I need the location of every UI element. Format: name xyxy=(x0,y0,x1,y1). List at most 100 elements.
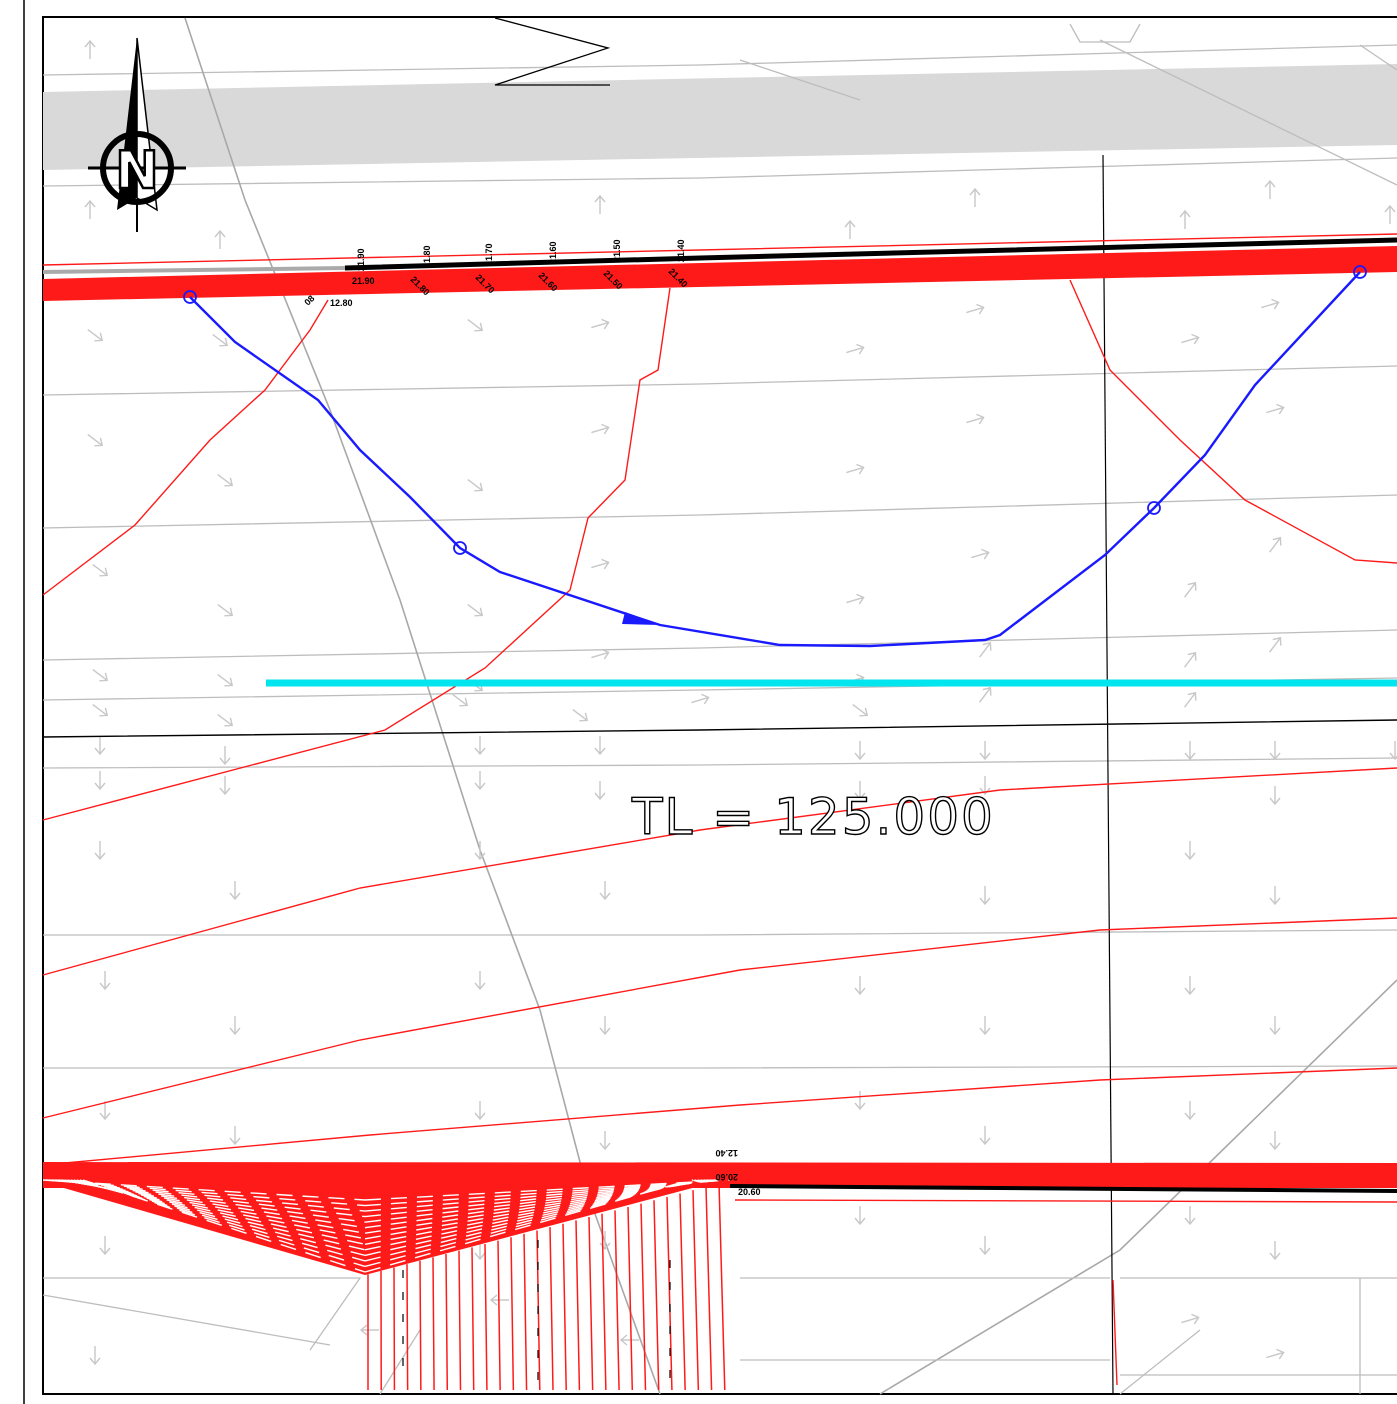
top-curb-gray xyxy=(42,266,346,274)
flow-arrow-icon xyxy=(89,1346,101,1366)
flow-arrow-icon xyxy=(599,1131,611,1151)
fin-line xyxy=(640,1203,647,1391)
flow-path xyxy=(183,265,1367,648)
elevation-label: 20.60 xyxy=(738,1187,761,1197)
flow-arrow-icon xyxy=(1184,1101,1196,1121)
fin-line xyxy=(497,1240,501,1391)
fin-line xyxy=(705,1186,713,1391)
flow-arrow-icon xyxy=(1269,786,1281,806)
hatch-line xyxy=(364,1179,700,1257)
elevation-label: 12.80 xyxy=(330,298,353,308)
flow-arrow-icon xyxy=(1184,841,1196,861)
flow-arrow-icon xyxy=(619,1334,639,1346)
flow-arrow-icon xyxy=(1384,204,1396,224)
flow-arrow-icon xyxy=(1261,298,1280,310)
fin-line xyxy=(653,1200,660,1391)
fin-line xyxy=(445,1254,449,1391)
flow-arrow-icon xyxy=(99,1101,111,1121)
flow-arrow-icon xyxy=(594,194,606,214)
sheet-frame xyxy=(42,16,1397,1395)
flow-arrow-icon xyxy=(219,746,231,766)
flow-arrow-icon xyxy=(214,229,226,249)
flow-arrow-icon xyxy=(979,686,992,703)
elevation-label: 21.90 xyxy=(356,248,366,271)
flow-arrow-icon xyxy=(217,674,234,687)
flow-arrow-icon xyxy=(1184,651,1197,668)
flow-arrow-icon xyxy=(979,1016,991,1036)
total-length-label: TL = 125.000 xyxy=(631,788,995,846)
elevation-label: 21.40 xyxy=(676,239,686,262)
flow-arrow-icon xyxy=(966,303,985,315)
flow-arrow-icon xyxy=(94,736,106,756)
flow-arrow-icon xyxy=(1179,209,1191,229)
fin-line xyxy=(471,1247,475,1391)
flow-arrow-icon xyxy=(467,319,484,332)
flow-arrow-icon xyxy=(1184,1206,1196,1226)
flow-arrow-icon xyxy=(1269,1016,1281,1036)
flow-arrow-icon xyxy=(854,1206,866,1226)
flow-arrow-icon xyxy=(217,714,234,727)
elevation-label: 21.90 xyxy=(352,276,375,286)
flow-arrow-icon xyxy=(217,474,234,487)
flow-arrow-icon xyxy=(92,704,109,717)
flow-arrow-icon xyxy=(846,343,865,355)
flow-arrow-icon xyxy=(87,329,104,342)
flow-arrow-icon xyxy=(854,741,866,761)
flow-arrow-icon xyxy=(599,1016,611,1036)
flow-arrow-icon xyxy=(854,1091,866,1111)
flow-arrow-icon xyxy=(1269,741,1281,761)
flow-arrow-icon xyxy=(94,771,106,791)
flow-arrow-icon xyxy=(87,434,104,447)
hatch-line xyxy=(364,1179,731,1201)
flow-arrow-icon xyxy=(691,693,710,705)
road-band xyxy=(43,64,1397,170)
flow-arrow-icon xyxy=(599,881,611,901)
hatch-line xyxy=(364,1179,691,1273)
flow-arrow-icon xyxy=(1184,741,1196,761)
flow-arrow-icon xyxy=(979,741,991,761)
flow-arrow-icon xyxy=(489,1294,509,1306)
flow-arrow-icon xyxy=(846,463,865,475)
fin-line xyxy=(523,1233,528,1391)
flow-arrow-icon xyxy=(452,694,469,707)
flow-arrow-icon xyxy=(94,841,106,861)
fin-line xyxy=(627,1206,634,1391)
flow-arrow-icon xyxy=(219,776,231,796)
fin-line xyxy=(614,1210,620,1391)
flow-arrow-icon xyxy=(1269,1131,1281,1151)
break-symbol xyxy=(494,17,611,86)
flow-arrow-icon xyxy=(591,423,610,435)
hatch-line xyxy=(46,1179,366,1207)
flow-arrow-icon xyxy=(1181,1313,1200,1325)
flow-arrow-icon xyxy=(229,1126,241,1146)
hatch-line xyxy=(55,1179,366,1223)
flow-arrow-icon xyxy=(854,781,866,801)
flow-arrow-icon xyxy=(1181,333,1200,345)
hatched-wedge xyxy=(42,1178,731,1391)
top-curb-black xyxy=(344,237,1397,271)
fin-line xyxy=(679,1193,686,1391)
hatch-line xyxy=(76,1179,366,1262)
fin-line xyxy=(510,1237,515,1391)
north-arrow-icon: N xyxy=(88,37,186,232)
flow-arrow-icon xyxy=(572,709,589,722)
section-line xyxy=(1102,154,1114,1395)
flow-arrow-icon xyxy=(979,1236,991,1256)
flow-arrow-icon xyxy=(969,187,981,207)
flow-arrow-icon xyxy=(467,479,484,492)
flow-arrow-icon xyxy=(1269,636,1282,653)
bottom-curb-black xyxy=(729,1184,1397,1193)
elevation-label: 21.50 xyxy=(612,239,622,262)
fin-line xyxy=(458,1250,462,1391)
hatch-line xyxy=(42,1179,366,1201)
flow-arrow-icon xyxy=(474,771,486,791)
elevation-label: 21.60 xyxy=(548,241,558,264)
hatch-line xyxy=(79,1179,366,1268)
hatch-line xyxy=(364,1179,694,1268)
flow-arrow-icon xyxy=(971,548,990,560)
fin-line xyxy=(718,1183,726,1391)
flow-arrow-icon xyxy=(1269,886,1281,906)
flow-arrow-icon xyxy=(1264,179,1276,199)
fin-line xyxy=(419,1260,422,1391)
